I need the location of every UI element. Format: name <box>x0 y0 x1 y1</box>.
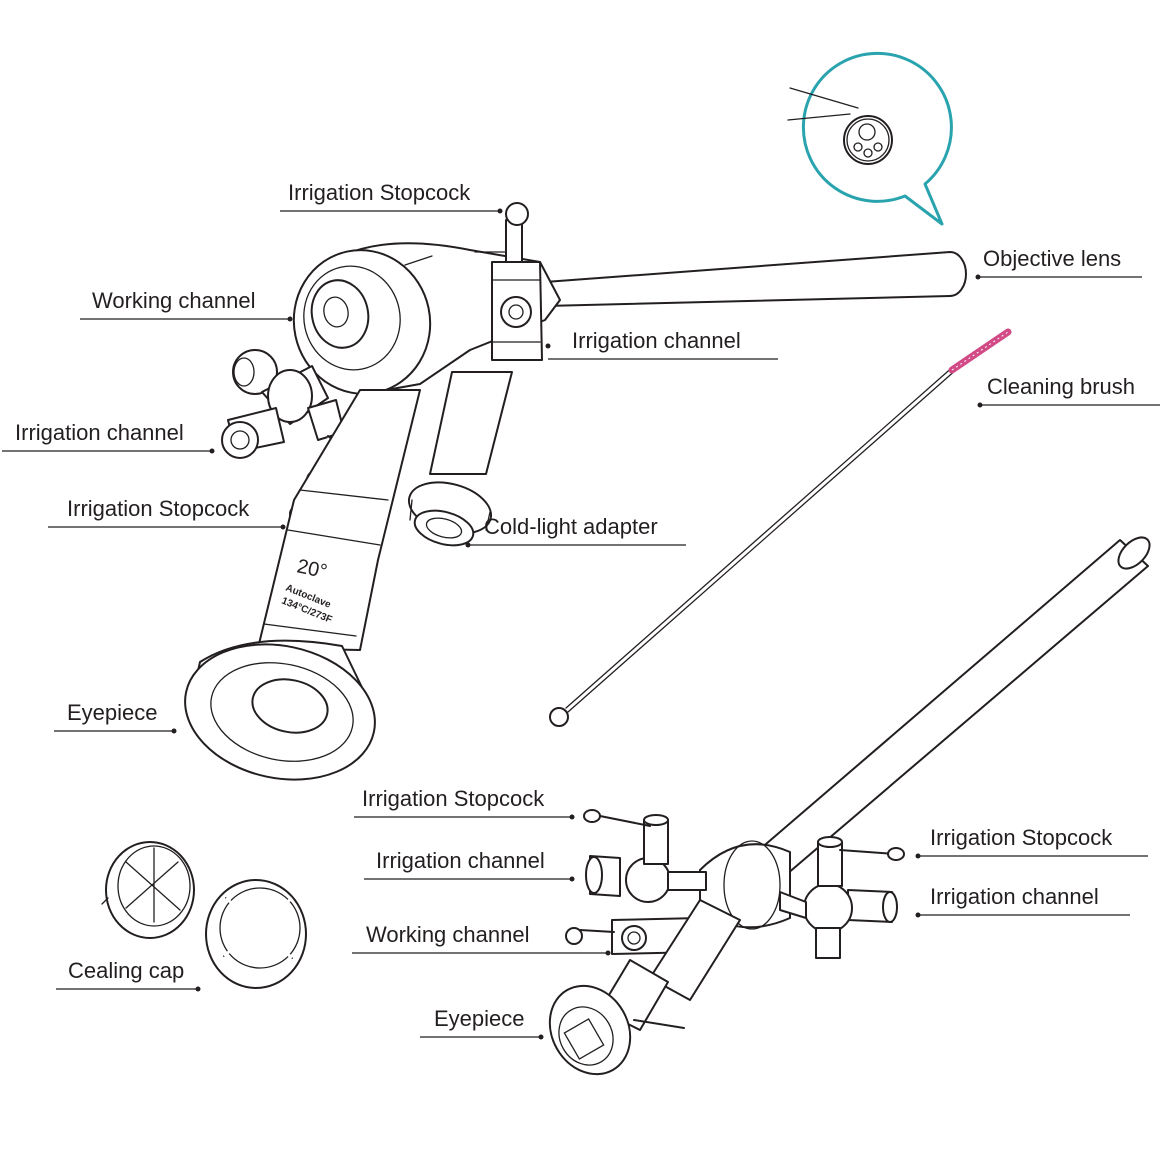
label-irrigation-channel-mid: Irrigation channel <box>545 328 778 360</box>
label-text: Cleaning brush <box>987 374 1135 399</box>
label-cleaning-brush: Cleaning brush <box>977 374 1160 408</box>
label-text: Irrigation Stopcock <box>288 180 471 205</box>
sealing-caps <box>101 841 307 989</box>
label-text: Irrigation channel <box>572 328 741 353</box>
label-text: Irrigation channel <box>376 848 545 873</box>
label-irrigation-stopcock-bottom-left: Irrigation Stopcock <box>354 786 575 820</box>
label-text: Irrigation Stopcock <box>67 496 250 521</box>
label-objective-lens: Objective lens <box>975 246 1142 280</box>
label-irrigation-channel-left: Irrigation channel <box>2 420 215 454</box>
label-working-channel-bottom: Working channel <box>352 922 611 956</box>
cleaning-brush <box>549 328 1012 727</box>
label-eyepiece-left: Eyepiece <box>54 700 177 734</box>
label-cold-light-adapter: Cold-light adapter <box>465 514 686 548</box>
objective-lens-callout <box>787 51 953 226</box>
label-sealing-cap: Cealing cap <box>56 958 201 992</box>
label-text: Cealing cap <box>68 958 184 983</box>
label-text: Eyepiece <box>67 700 158 725</box>
label-eyepiece-bottom: Eyepiece <box>420 1006 544 1040</box>
endoscope-main: 20° Autoclave 134°C/273F <box>184 202 967 781</box>
endoscope-secondary <box>548 536 1151 1076</box>
label-text: Irrigation channel <box>930 884 1099 909</box>
label-irrigation-channel-bottom-right: Irrigation channel <box>915 884 1130 918</box>
labels: Irrigation Stopcock Working channel Irri… <box>2 180 1160 1040</box>
label-text: Irrigation Stopcock <box>930 825 1113 850</box>
label-text: Working channel <box>92 288 255 313</box>
label-working-channel-left: Working channel <box>80 288 293 322</box>
label-irrigation-stopcock-bottom-right: Irrigation Stopcock <box>915 825 1148 859</box>
label-irrigation-channel-bottom-left: Irrigation channel <box>364 848 575 882</box>
label-text: Irrigation channel <box>15 420 184 445</box>
label-text: Irrigation Stopcock <box>362 786 545 811</box>
label-text: Working channel <box>366 922 529 947</box>
label-text: Eyepiece <box>434 1006 525 1031</box>
label-irrigation-stopcock-left: Irrigation Stopcock <box>48 496 286 530</box>
label-text: Cold-light adapter <box>484 514 658 539</box>
label-irrigation-stopcock-top: Irrigation Stopcock <box>280 180 503 214</box>
label-text: Objective lens <box>983 246 1121 271</box>
